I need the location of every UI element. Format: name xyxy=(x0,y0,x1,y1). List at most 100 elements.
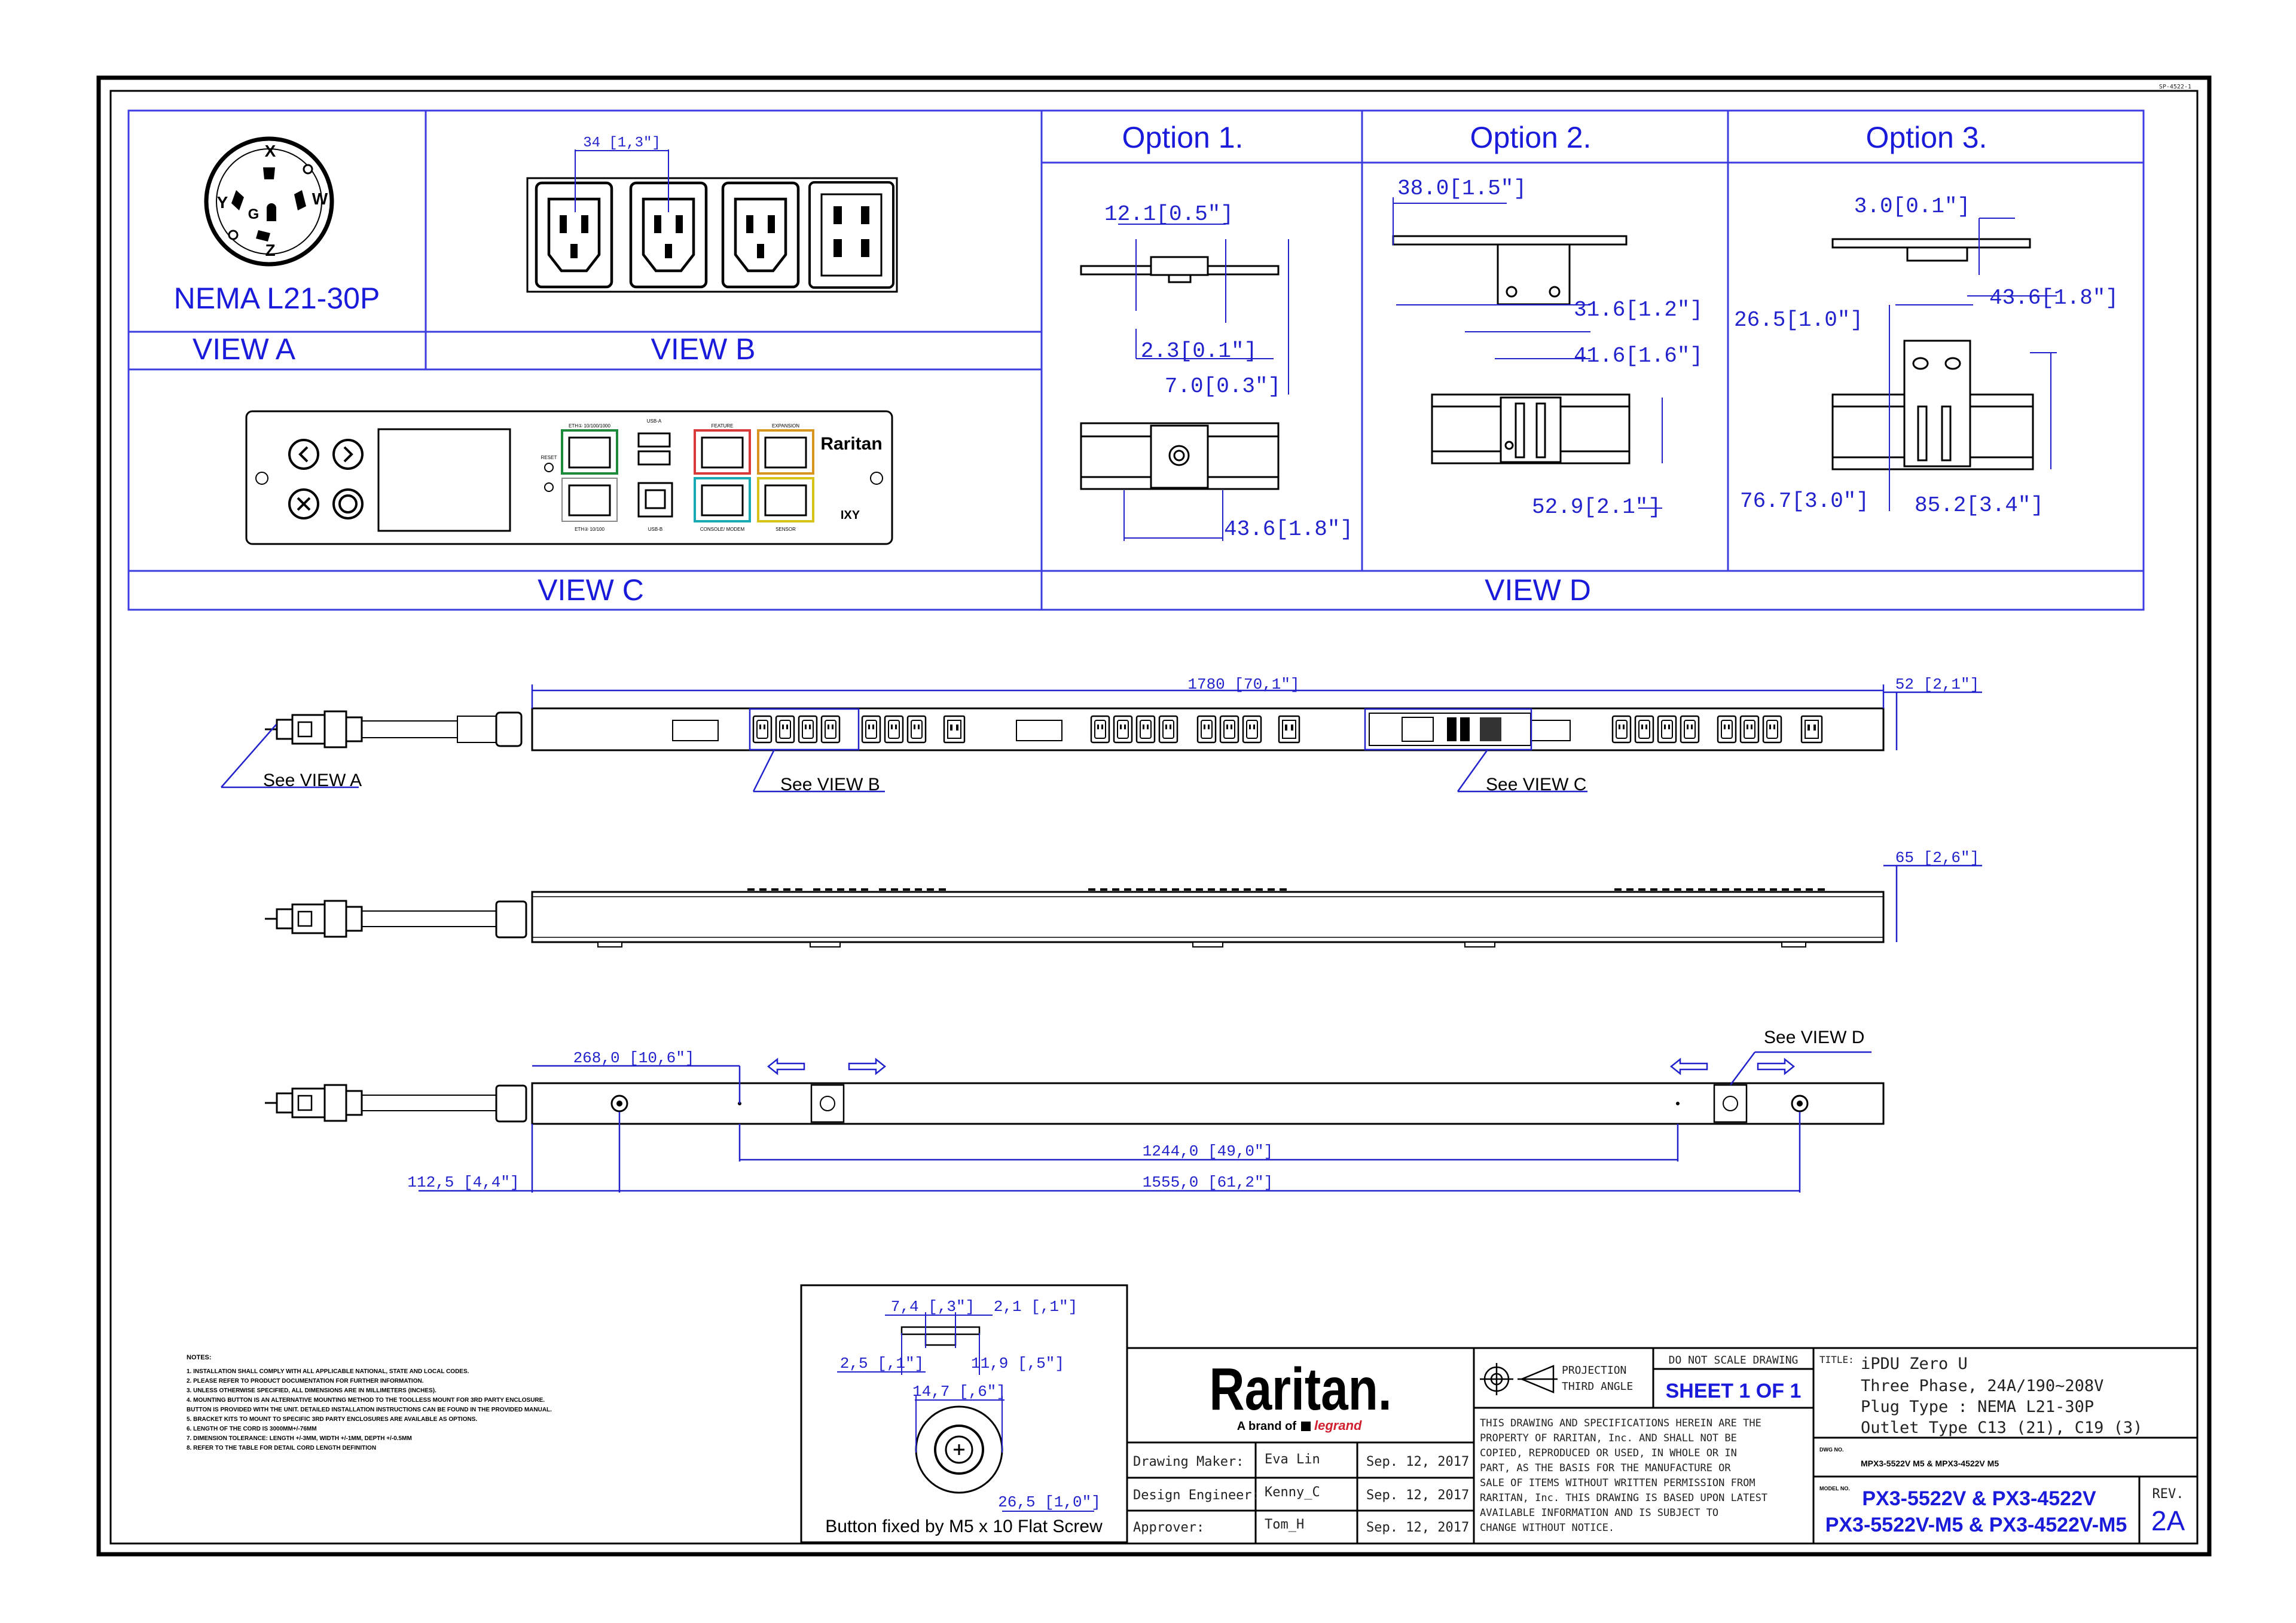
note-7: 7. DIMENSION TOLERANCE: LENGTH +/-3MM, W… xyxy=(187,1435,412,1442)
note-2: 2. PLEASE REFER TO PRODUCT DOCUMENTATION… xyxy=(187,1378,424,1384)
option2-dim-3: 41.6[1.6"] xyxy=(1574,344,1703,368)
port-label-expansion: EXPANSION xyxy=(772,423,799,429)
role-drawing-maker: Drawing Maker: xyxy=(1133,1454,1244,1469)
third-angle-projection-icon xyxy=(1480,1363,1558,1395)
back-dim-3: 112,5 [4,4"] xyxy=(407,1173,519,1191)
option1-title: Option 1. xyxy=(1122,121,1244,154)
option2-bracket xyxy=(1392,235,1631,464)
front-length-dim: 1780 [70,1"] xyxy=(1187,676,1299,693)
company-logo: Raritan. xyxy=(1209,1356,1391,1423)
projection-line2: THIRD ANGLE xyxy=(1562,1380,1633,1393)
title-line-3: Plug Type : NEMA L21-30P xyxy=(1861,1398,2094,1416)
view-c-panel xyxy=(245,410,893,545)
title-line-1: iPDU Zero U xyxy=(1861,1355,1968,1373)
model-line-2: PX3-5522V-M5 & PX3-4522V-M5 xyxy=(1825,1514,2127,1536)
sheet-number: SHEET 1 OF 1 xyxy=(1666,1380,1802,1402)
disclaimer-line-2: PROPERTY OF RARITAN, Inc. AND SHALL NOT … xyxy=(1480,1432,1737,1444)
button-dim-3: 2,5 [,1"] xyxy=(840,1355,924,1373)
views-table-grid xyxy=(127,109,2145,611)
model-line-1: PX3-5522V & PX3-4522V xyxy=(1862,1487,2096,1510)
pin-label-z: Z xyxy=(265,241,275,259)
port-label-sensor: SENSOR xyxy=(775,527,796,532)
option3-bracket xyxy=(1831,238,2034,470)
rev-label: REV. xyxy=(2152,1487,2184,1502)
button-dim-5: 14,7 [,6"] xyxy=(912,1383,1006,1401)
notes-heading: NOTES: xyxy=(187,1354,212,1361)
disclaimer-line-3: COPIED, REPRODUCED OR USED, IN WHOLE OR … xyxy=(1480,1447,1737,1459)
view-d-label: VIEW D xyxy=(1485,573,1591,607)
nema-plug-face xyxy=(204,136,334,267)
option1-bracket xyxy=(1080,256,1280,490)
note-5: 5. BRACKET KITS TO MOUNT TO SPECIFIC 3RD… xyxy=(187,1416,477,1423)
disclaimer-line-1: THIS DRAWING AND SPECIFICATIONS HEREIN A… xyxy=(1480,1417,1761,1429)
note-1: 1. INSTALLATION SHALL COMPLY WITH ALL AP… xyxy=(187,1368,469,1375)
option3-dim-2: 43.6[1.8"] xyxy=(1989,286,2118,310)
button-caption: Button fixed by M5 x 10 Flat Screw xyxy=(825,1517,1103,1536)
option2-dim-1: 38.0[1.5"] xyxy=(1397,176,1526,201)
dwg-number: MPX3-5522V M5 & MPX3-4522V M5 xyxy=(1861,1459,1999,1468)
option2-dim-4: 52.9[2.1"] xyxy=(1532,495,1661,519)
option3-dim-4: 76.7[3.0"] xyxy=(1740,489,1869,514)
note-3: 3. UNLESS OTHERWISE SPECIFIED, ALL DIMEN… xyxy=(187,1387,436,1394)
option2-dim-lines xyxy=(1393,197,1663,509)
option1-dim-1: 12.1[0.5"] xyxy=(1104,202,1234,227)
callout-view-b: See VIEW B xyxy=(780,775,880,794)
disclaimer-line-5: SALE OF ITEMS WITHOUT WRITTEN PERMISSION… xyxy=(1480,1477,1755,1489)
sheet-corner-text: SP-4522-1 xyxy=(2159,84,2191,90)
logo-subtitle-prefix: A brand of xyxy=(1237,1420,1297,1433)
option2-title: Option 2. xyxy=(1470,121,1592,154)
port-label-console: CONSOLE/ MODEM xyxy=(700,527,745,532)
title-line-2: Three Phase, 24A/190~208V xyxy=(1861,1377,2103,1395)
port-label-reset: RESET xyxy=(541,455,557,460)
button-dim-2: 2,1 [,1"] xyxy=(994,1298,1077,1316)
disclaimer-line-4: PART, AS THE BASIS FOR THE MANUFACTURE O… xyxy=(1480,1462,1731,1474)
name-design-engineer: Kenny_C xyxy=(1265,1485,1320,1500)
option3-dim-3: 26.5[1.0"] xyxy=(1734,308,1863,332)
option3-dim-lines xyxy=(1889,218,2057,511)
disclaimer-line-7: AVAILABLE INFORMATION AND IS SUBJECT TO xyxy=(1480,1507,1718,1519)
callout-view-d: See VIEW D xyxy=(1764,1028,1864,1047)
date-drawing-maker: Sep. 12, 2017 xyxy=(1366,1454,1469,1469)
button-dim-4: 11,9 [,5"] xyxy=(971,1355,1064,1373)
button-dim-1: 7,4 [,3"] xyxy=(891,1298,975,1316)
back-view-arrows xyxy=(767,1057,1796,1075)
name-approver: Tom_H xyxy=(1265,1517,1304,1532)
option1-dim-2: 2.3[0.1"] xyxy=(1141,339,1257,363)
disclaimer-line-8: CHANGE WITHOUT NOTICE. xyxy=(1480,1522,1614,1534)
front-view-outlets xyxy=(752,715,1823,744)
front-view-leaders xyxy=(221,684,1982,793)
option3-dim-1: 3.0[0.1"] xyxy=(1854,194,1970,219)
option1-dim-4: 43.6[1.8"] xyxy=(1224,517,1353,542)
front-view-callout-boxes xyxy=(749,708,1532,751)
callout-view-c: See VIEW C xyxy=(1486,775,1586,794)
side-depth-dim: 65 [2,6"] xyxy=(1895,849,1979,867)
back-dim-4: 1555,0 [61,2"] xyxy=(1143,1173,1273,1191)
date-approver: Sep. 12, 2017 xyxy=(1366,1520,1469,1535)
projection-line1: PROJECTION xyxy=(1562,1364,1626,1377)
inner-border xyxy=(109,90,2199,1545)
disclaimer-line-6: RARITAN, Inc. THIS DRAWING IS BASED UPON… xyxy=(1480,1492,1767,1504)
button-dim-6: 26,5 [1,0"] xyxy=(998,1493,1101,1511)
title-block-grid xyxy=(1126,1347,2199,1545)
option2-dim-2: 31.6[1.2"] xyxy=(1574,298,1703,322)
legrand-mark xyxy=(1301,1422,1311,1431)
button-detail xyxy=(800,1284,1128,1543)
view-c-badge: IXY xyxy=(841,509,860,522)
role-approver: Approver: xyxy=(1133,1520,1204,1535)
port-label-feature: FEATURE xyxy=(712,423,734,429)
rev-value: 2A xyxy=(2151,1505,2185,1536)
view-b-outlets xyxy=(526,177,898,293)
port-label-eth1: ETH① 10/100/1000 xyxy=(569,423,610,429)
view-c-brand: Raritan xyxy=(820,434,882,454)
option1-dim-3: 7.0[0.3"] xyxy=(1165,374,1281,399)
option3-dim-5: 85.2[3.4"] xyxy=(1915,493,2044,518)
front-width-dim: 52 [2,1"] xyxy=(1895,676,1979,693)
title-label: TITLE: xyxy=(1819,1354,1854,1365)
pin-label-g: G xyxy=(248,206,259,222)
note-8: 8. REFER TO THE TABLE FOR DETAIL CORD LE… xyxy=(187,1445,376,1451)
view-b-pitch-text: 34 [1,3"] xyxy=(583,135,661,151)
model-label: MODEL NO. xyxy=(1819,1486,1850,1491)
note-4: 4. MOUNTING BUTTON IS AN ALTERNATIVE MOU… xyxy=(187,1397,545,1404)
port-label-usb-b: USB-B xyxy=(648,527,662,532)
